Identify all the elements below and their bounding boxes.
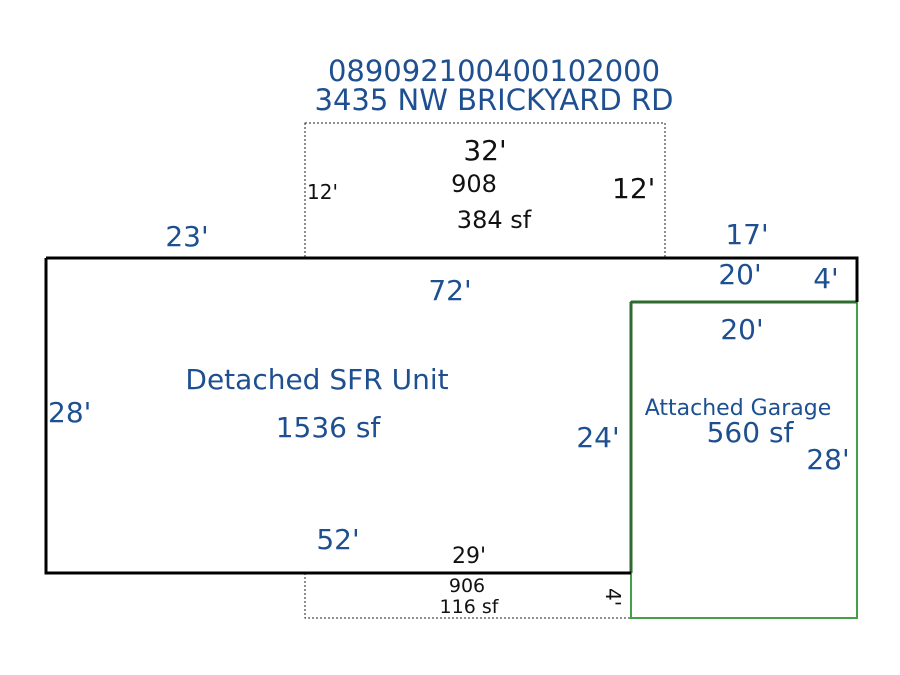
main-right-seg-dim: 20': [718, 258, 761, 291]
garage-name: Attached Garage: [645, 396, 831, 421]
main-right-step-dim: 4': [813, 262, 839, 295]
address: 3435 NW BRICKYARD RD: [315, 83, 674, 117]
main-left-dim: 28': [48, 396, 91, 429]
upper-porch-width: 32': [463, 134, 506, 167]
lower-porch-area: 116 sf: [440, 596, 500, 618]
garage-top-dim: 20': [720, 313, 763, 346]
main-bottom-dim: 52': [316, 523, 359, 556]
main-inner-right-dim: 24': [576, 421, 619, 454]
upper-porch-left-side: 12': [307, 180, 338, 204]
lower-porch-width: 29': [452, 544, 486, 569]
upper-porch-right-side: 12': [612, 172, 655, 205]
main-unit-name: Detached SFR Unit: [185, 363, 448, 396]
main-top-left-dim: 23': [165, 220, 208, 253]
upper-porch-code: 908: [451, 170, 497, 198]
main-unit-outline: [44, 256, 859, 575]
parcel-id: 089092100400102000: [328, 54, 660, 88]
garage-area: 560 sf: [707, 416, 795, 449]
main-unit-area: 1536 sf: [276, 411, 382, 444]
upper-porch-outline: [304, 122, 666, 259]
main-top-right-dim: 17': [725, 218, 768, 251]
garage-right-dim: 28': [806, 443, 849, 476]
lower-porch-code: 906: [449, 575, 485, 597]
lower-porch-side: 4': [601, 588, 625, 606]
main-top-mid-dim: 72': [428, 274, 471, 307]
upper-porch-area: 384 sf: [457, 206, 532, 234]
